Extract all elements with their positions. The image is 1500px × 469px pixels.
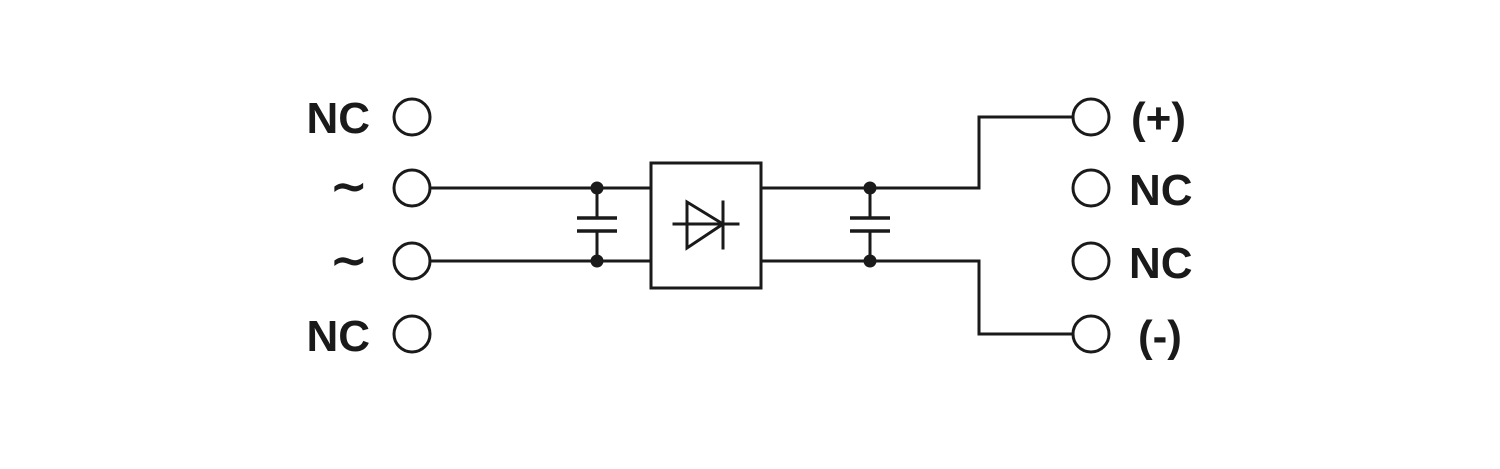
left-terminal-1 xyxy=(392,97,432,137)
right-terminal-2-label: NC xyxy=(1129,166,1193,215)
right-terminal-3 xyxy=(1071,241,1111,281)
left-terminal-2-label: ~ xyxy=(329,159,368,213)
right-terminal-1-label: (+) xyxy=(1131,94,1186,143)
left-terminal-4 xyxy=(392,314,432,354)
right-terminal-1 xyxy=(1071,97,1111,137)
left-terminal-1-label: NC xyxy=(306,94,370,143)
right-terminal-2 xyxy=(1071,168,1111,208)
diode-icon xyxy=(672,199,740,251)
input-capacitor xyxy=(577,181,617,268)
left-terminal-3-label: ~ xyxy=(329,233,368,287)
right-terminal-4 xyxy=(1071,314,1111,354)
rectifier-block xyxy=(649,161,763,290)
output-capacitor xyxy=(850,181,890,268)
negative-output-wire xyxy=(977,259,1075,336)
positive-output-wire xyxy=(977,115,1075,190)
left-terminal-2 xyxy=(392,168,432,208)
left-terminal-3 xyxy=(392,241,432,281)
left-terminal-4-label: NC xyxy=(306,312,370,361)
right-terminal-4-label: (-) xyxy=(1138,312,1182,361)
right-terminal-3-label: NC xyxy=(1129,239,1193,288)
